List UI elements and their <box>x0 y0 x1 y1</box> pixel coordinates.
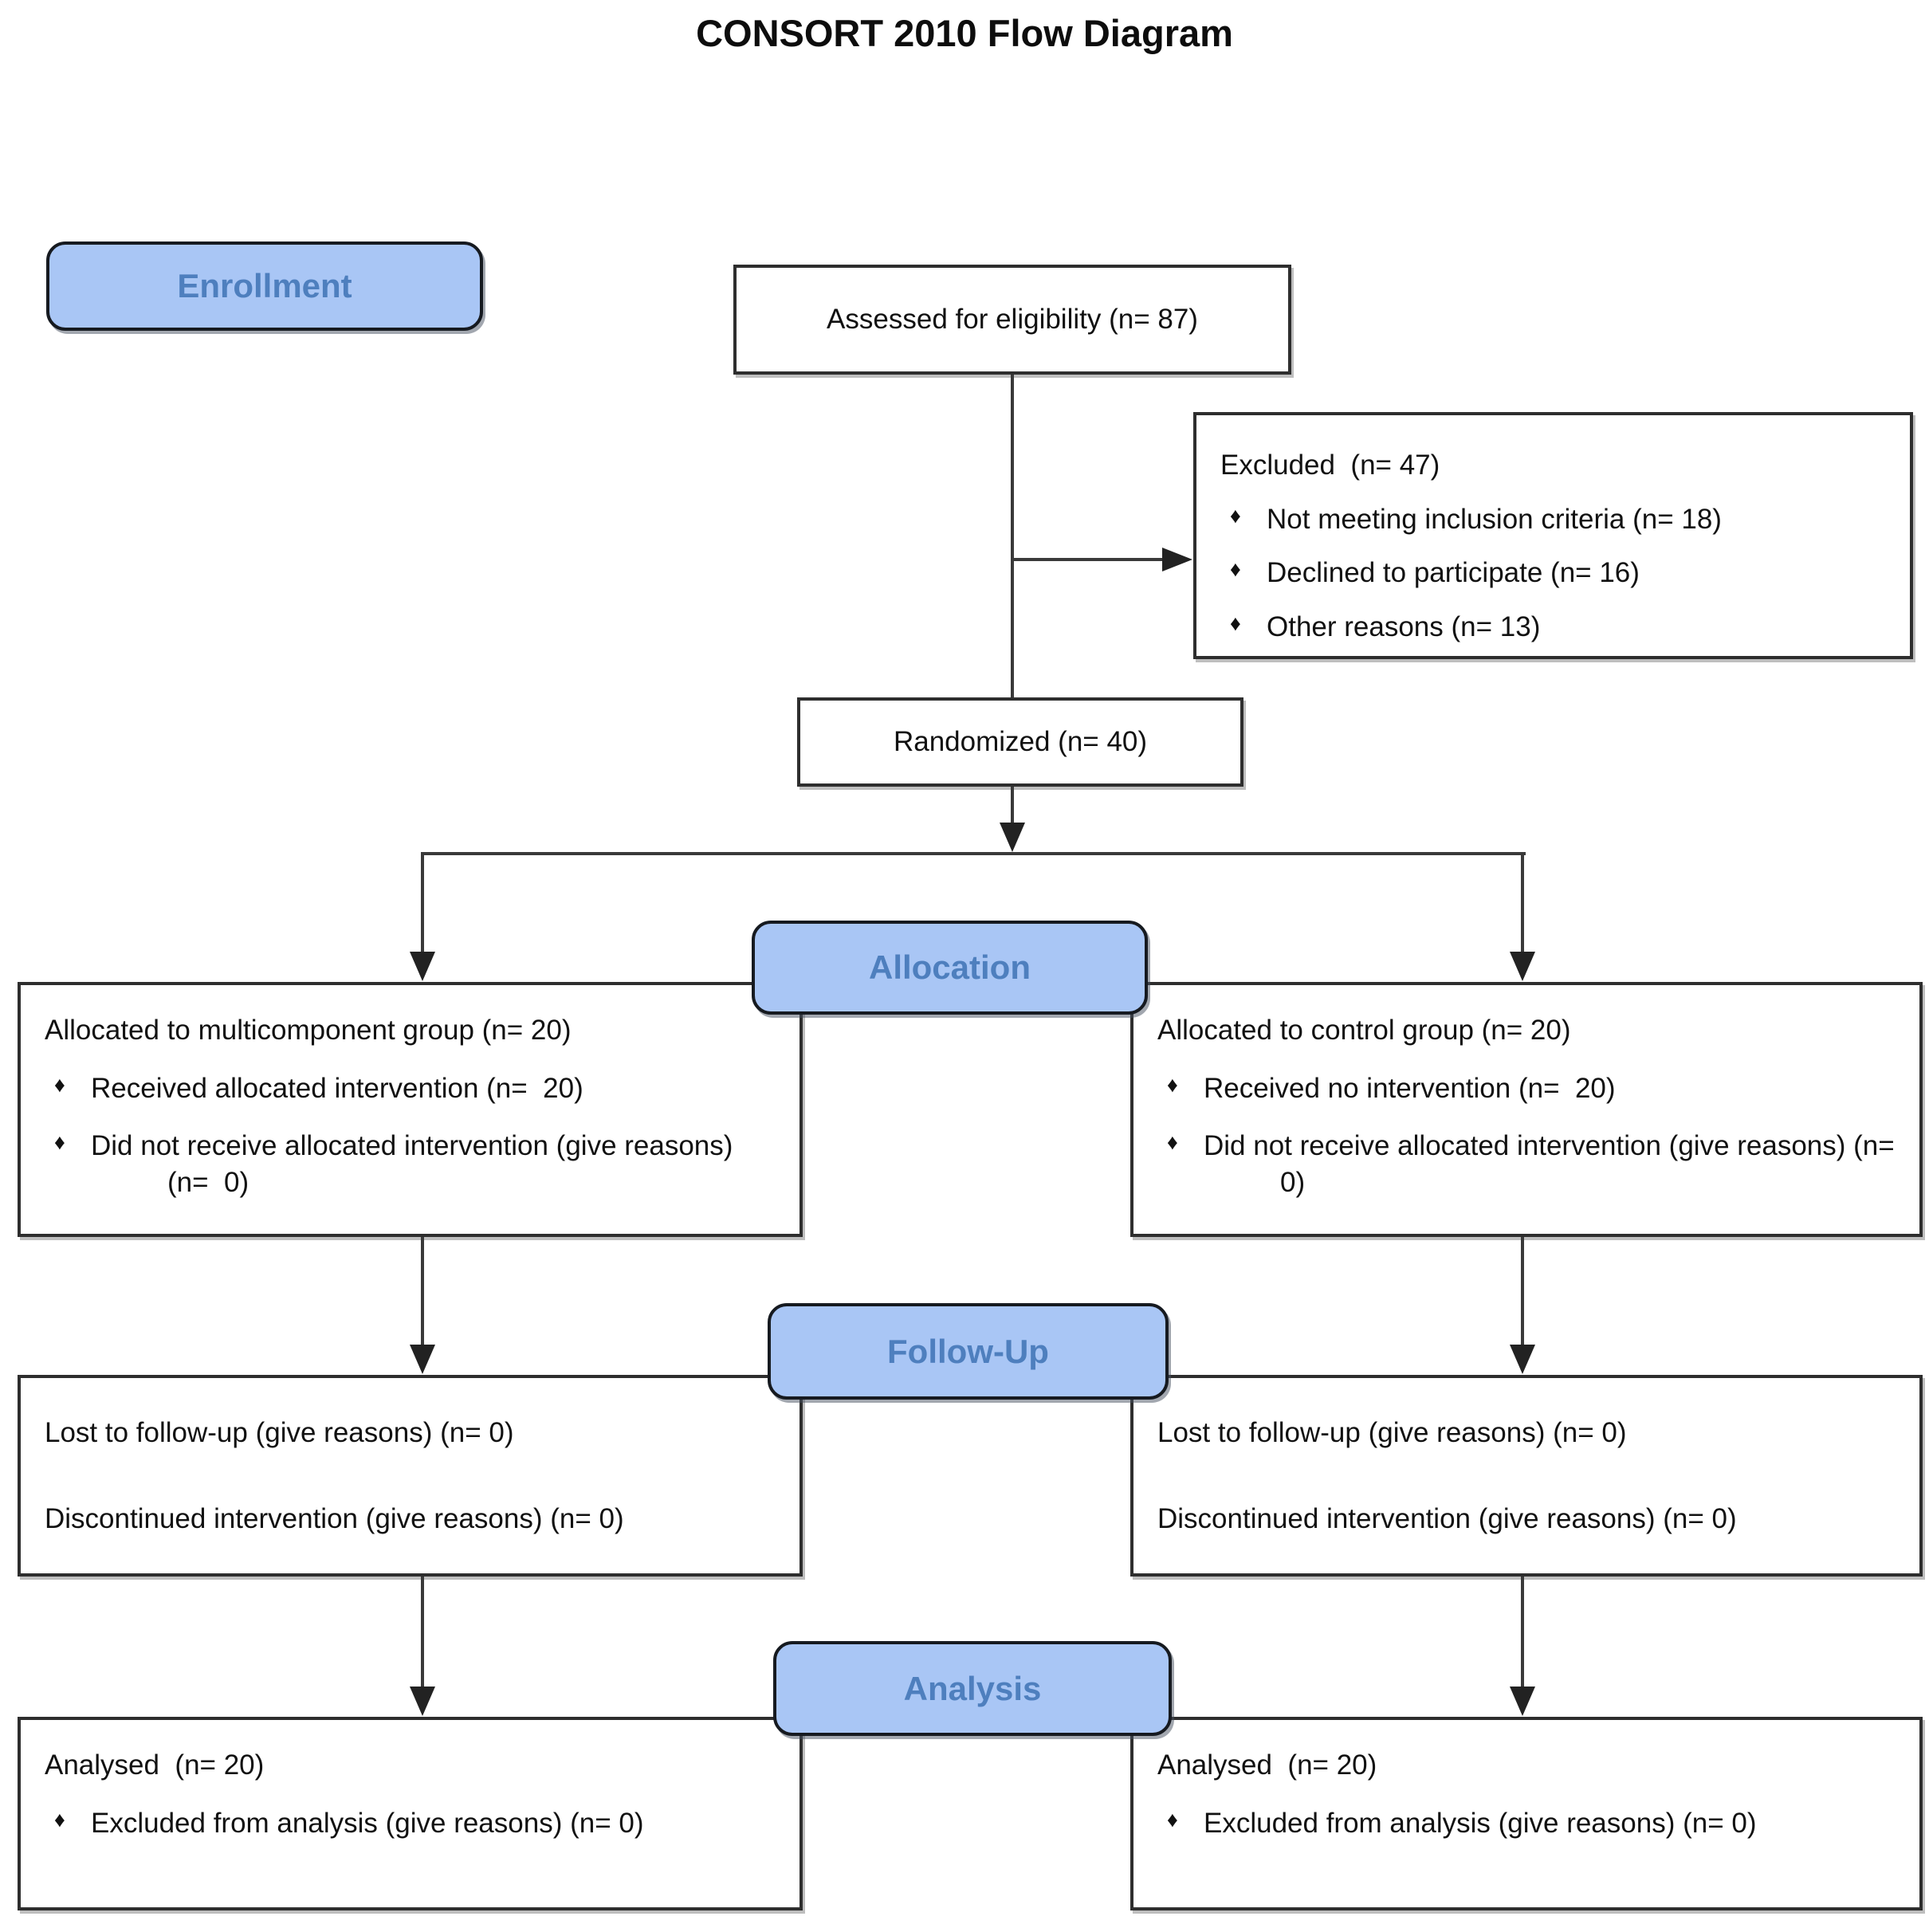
stage-label-followup: Follow-Up <box>768 1303 1169 1400</box>
diamond-bullet-icon: ♦ <box>54 1072 65 1097</box>
excluded-box: Excluded (n= 47) ♦ Not meeting inclusion… <box>1193 412 1913 659</box>
analysis-left-item: ♦ Excluded from analysis (give reasons) … <box>45 1805 780 1842</box>
diamond-bullet-icon: ♦ <box>1230 557 1241 581</box>
connector-alloc-to-followup-left <box>421 1237 424 1346</box>
analysis-left-box: Analysed (n= 20) ♦ Excluded from analysi… <box>18 1717 803 1910</box>
arrowhead-split-icon <box>1000 823 1025 852</box>
diamond-bullet-icon: ♦ <box>54 1807 65 1832</box>
allocation-left-item: ♦ Did not receive allocated intervention… <box>45 1128 780 1200</box>
assessed-text: Assessed for eligibility (n= 87) <box>827 304 1198 336</box>
allocation-right-item-text: Received no intervention (n= 20) <box>1204 1072 1616 1104</box>
connector-followup-to-analysis-right <box>1521 1577 1524 1687</box>
connector-followup-to-analysis-left <box>421 1577 424 1687</box>
excluded-item-text: Not meeting inclusion criteria (n= 18) <box>1267 503 1722 535</box>
assessed-for-eligibility-box: Assessed for eligibility (n= 87) <box>733 265 1291 375</box>
allocation-left-item: ♦ Received allocated intervention (n= 20… <box>45 1070 780 1107</box>
analysis-left-title: Analysed (n= 20) <box>45 1749 265 1781</box>
excluded-item: ♦ Not meeting inclusion criteria (n= 18) <box>1220 501 1891 538</box>
connector-randomized-to-split <box>1011 787 1014 824</box>
stage-label-enrollment: Enrollment <box>46 242 483 331</box>
diamond-bullet-icon: ♦ <box>1167 1072 1178 1097</box>
stage-label-analysis: Analysis <box>773 1641 1172 1736</box>
diamond-bullet-icon: ♦ <box>1230 611 1241 635</box>
arrowhead-followup-left-icon <box>410 1345 435 1374</box>
allocation-right-item: ♦ Received no intervention (n= 20) <box>1157 1070 1900 1107</box>
excluded-item-text: Declined to participate (n= 16) <box>1267 557 1640 588</box>
allocated-control-box: Allocated to control group (n= 20) ♦ Rec… <box>1130 982 1923 1237</box>
analysis-left-item-text: Excluded from analysis (give reasons) (n… <box>91 1807 644 1839</box>
stage-label-allocation-text: Allocation <box>868 948 1031 986</box>
analysis-right-item: ♦ Excluded from analysis (give reasons) … <box>1157 1805 1900 1842</box>
connector-split-to-alloc-left <box>421 852 424 953</box>
allocation-left-item-text: Did not receive allocated intervention (… <box>91 1130 741 1198</box>
followup-right-line2: Discontinued intervention (give reasons)… <box>1157 1502 1737 1534</box>
followup-right-line1: Lost to follow-up (give reasons) (n= 0) <box>1157 1417 1627 1448</box>
excluded-item-text: Other reasons (n= 13) <box>1267 611 1541 642</box>
stage-label-analysis-text: Analysis <box>903 1669 1042 1707</box>
stage-label-enrollment-text: Enrollment <box>177 267 352 304</box>
stage-label-allocation: Allocation <box>752 921 1148 1015</box>
connector-split-to-alloc-right <box>1521 852 1524 953</box>
connector-alloc-to-followup-right <box>1521 1237 1524 1346</box>
excluded-item: ♦ Declined to participate (n= 16) <box>1220 555 1891 591</box>
followup-left-box: Lost to follow-up (give reasons) (n= 0) … <box>18 1375 803 1577</box>
allocated-multicomponent-box: Allocated to multicomponent group (n= 20… <box>18 982 803 1237</box>
arrowhead-excluded-icon <box>1162 548 1192 571</box>
followup-right-box: Lost to follow-up (give reasons) (n= 0) … <box>1130 1375 1923 1577</box>
split-bar <box>421 852 1526 855</box>
allocation-left-item-text: Received allocated intervention (n= 20) <box>91 1072 583 1104</box>
arrowhead-analysis-left-icon <box>410 1687 435 1716</box>
analysis-right-item-text: Excluded from analysis (give reasons) (n… <box>1204 1807 1757 1839</box>
diamond-bullet-icon: ♦ <box>1230 503 1241 528</box>
allocation-right-item-text: Did not receive allocated intervention (… <box>1204 1130 1911 1198</box>
followup-left-line1: Lost to follow-up (give reasons) (n= 0) <box>45 1417 514 1448</box>
diagram-title: CONSORT 2010 Flow Diagram <box>696 12 1233 54</box>
arrowhead-alloc-left-icon <box>410 952 435 981</box>
arrowhead-analysis-right-icon <box>1510 1687 1535 1716</box>
randomized-box: Randomized (n= 40) <box>797 697 1243 787</box>
arrowhead-followup-right-icon <box>1510 1345 1535 1374</box>
diamond-bullet-icon: ♦ <box>1167 1130 1178 1154</box>
allocation-right-item: ♦ Did not receive allocated intervention… <box>1157 1128 1900 1200</box>
connector-to-excluded <box>1011 558 1164 561</box>
connector-assessed-to-randomized <box>1011 375 1014 697</box>
arrowhead-alloc-right-icon <box>1510 952 1535 981</box>
analysis-right-box: Analysed (n= 20) ♦ Excluded from analysi… <box>1130 1717 1923 1910</box>
followup-left-line2: Discontinued intervention (give reasons)… <box>45 1502 624 1534</box>
randomized-text: Randomized (n= 40) <box>893 726 1148 758</box>
excluded-item: ♦ Other reasons (n= 13) <box>1220 609 1891 646</box>
diamond-bullet-icon: ♦ <box>1167 1807 1178 1832</box>
analysis-right-title: Analysed (n= 20) <box>1157 1749 1377 1781</box>
excluded-title: Excluded (n= 47) <box>1220 450 1440 481</box>
diamond-bullet-icon: ♦ <box>54 1130 65 1154</box>
stage-label-followup-text: Follow-Up <box>887 1332 1049 1370</box>
allocation-right-title: Allocated to control group (n= 20) <box>1157 1015 1571 1046</box>
allocation-left-title: Allocated to multicomponent group (n= 20… <box>45 1015 572 1046</box>
